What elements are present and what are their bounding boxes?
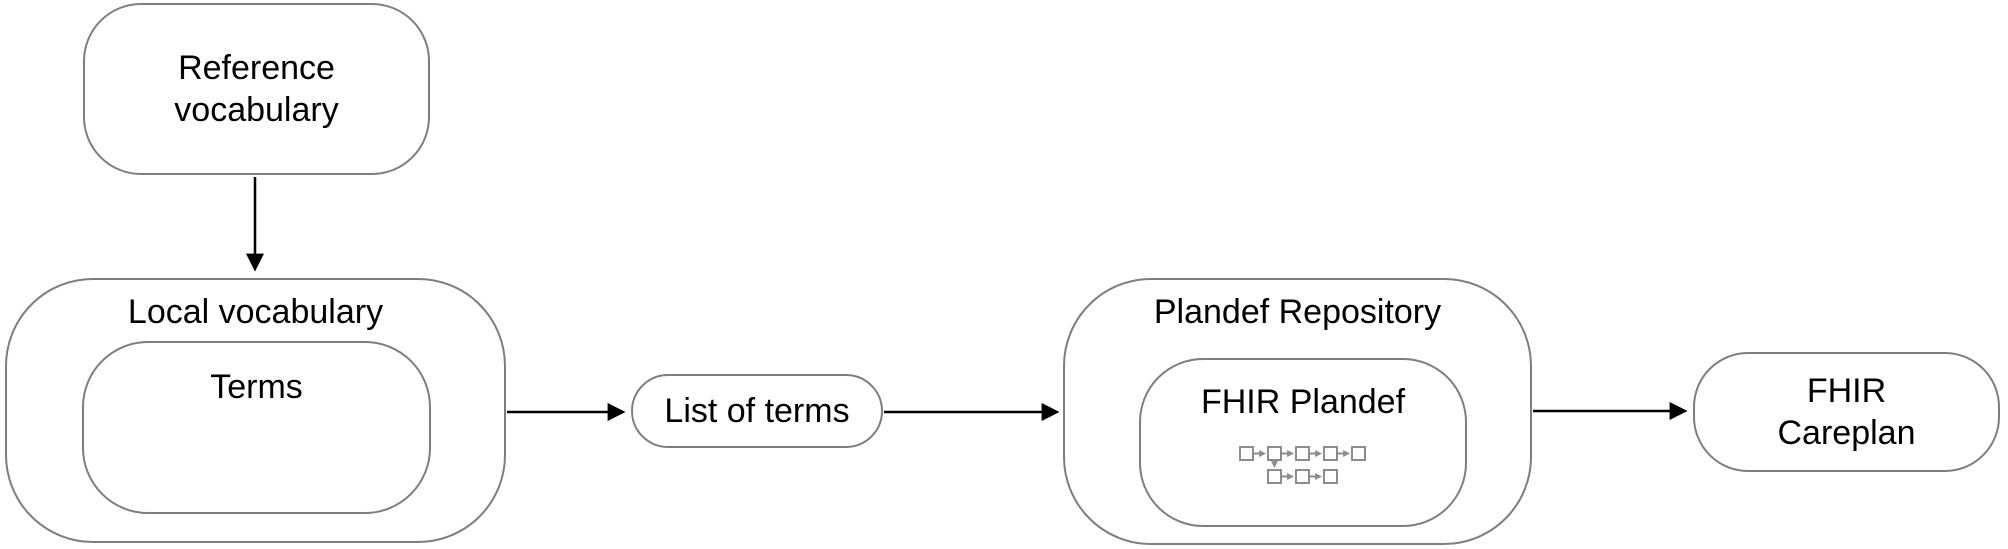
plandef-structure-flowchart-icon bbox=[1239, 446, 1366, 484]
node-terms-title: Terms bbox=[210, 368, 303, 406]
node-reference-vocabulary-label-line1: Reference bbox=[178, 49, 335, 87]
node-reference-vocabulary-label-line2: vocabulary bbox=[174, 91, 339, 129]
node-plandef-repository-title: Plandef Repository bbox=[1153, 293, 1442, 331]
node-reference-vocabulary: Reference vocabulary bbox=[83, 3, 430, 175]
node-fhir-plandef-title: FHIR Plandef bbox=[1200, 383, 1406, 421]
node-fhir-careplan-label-line1: FHIR bbox=[1806, 372, 1887, 410]
node-list-of-terms-label: List of terms bbox=[664, 392, 850, 430]
node-fhir-careplan: FHIR Careplan bbox=[1693, 352, 2000, 472]
node-terms: Terms bbox=[82, 341, 431, 514]
node-plandef-repository: Plandef Repository FHIR Plandef bbox=[1063, 278, 1532, 545]
node-fhir-plandef: FHIR Plandef bbox=[1139, 358, 1467, 527]
node-list-of-terms: List of terms bbox=[631, 374, 883, 448]
node-fhir-careplan-label-line2: Careplan bbox=[1777, 414, 1916, 452]
node-local-vocabulary: Local vocabulary Terms bbox=[5, 278, 506, 543]
node-local-vocabulary-title: Local vocabulary bbox=[127, 293, 384, 331]
